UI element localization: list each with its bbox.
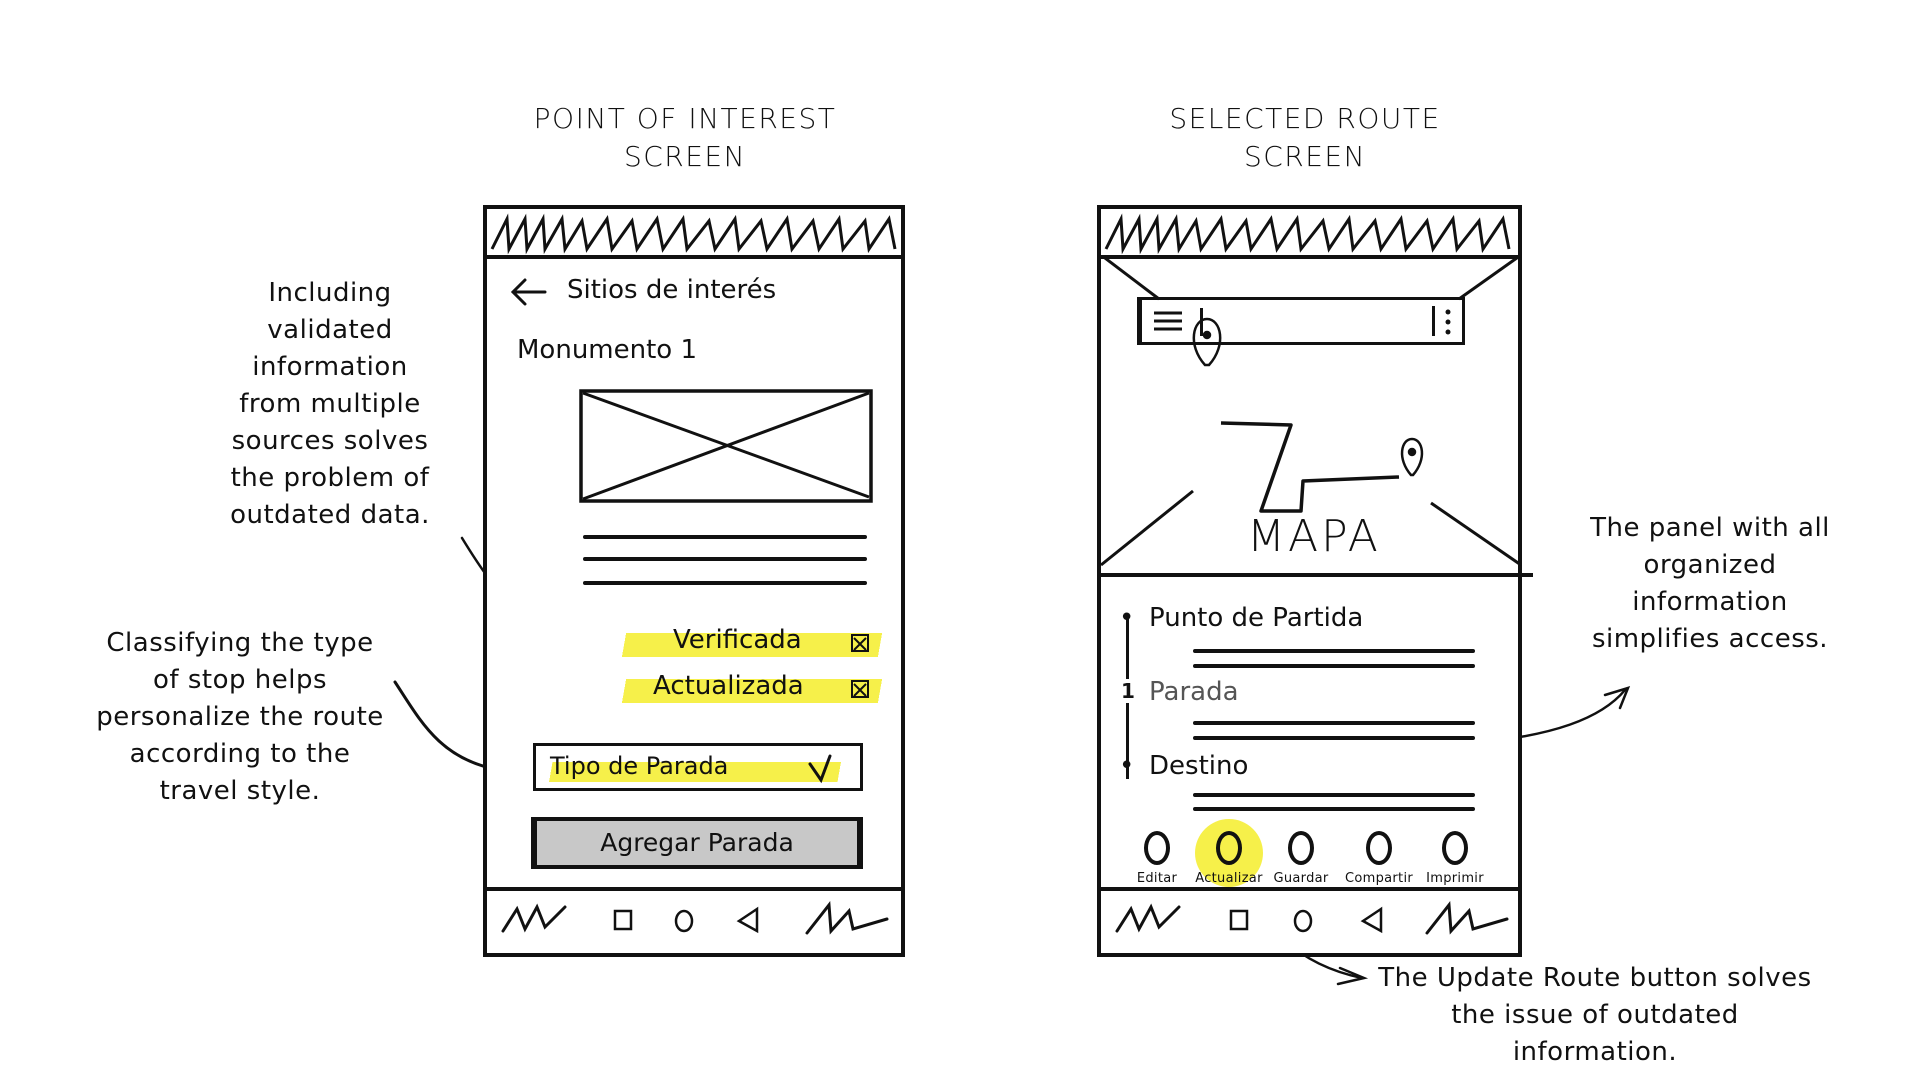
triangle-icon <box>736 906 759 934</box>
squiggle-icon <box>501 903 567 933</box>
square-icon <box>613 909 633 931</box>
poi-screen-phone: Sitios de interés Monumento 1 Verificada… <box>483 205 905 957</box>
print-button[interactable]: Imprimir <box>1415 831 1495 886</box>
text-line <box>1193 793 1475 797</box>
save-icon <box>1288 831 1314 865</box>
status-bar <box>487 209 901 259</box>
system-nav-bar <box>1101 887 1518 953</box>
item-title: Monumento 1 <box>517 335 698 365</box>
text-line <box>1193 736 1475 740</box>
circle-icon <box>674 909 694 933</box>
route-point-destination[interactable]: Destino <box>1149 751 1249 781</box>
checkbox-x-icon <box>853 637 867 651</box>
squiggle-icon <box>805 901 889 935</box>
text-line <box>1193 664 1475 668</box>
annotation-validated-info: Including validated information from mul… <box>230 278 430 530</box>
circle-icon <box>1293 909 1313 933</box>
poi-screen-heading: POINT OF INTEREST SCREEN <box>533 102 837 173</box>
route-screen-heading: SELECTED ROUTE SCREEN <box>1169 102 1441 173</box>
map-pin-icon <box>1192 317 1222 367</box>
status-bar <box>1101 209 1518 259</box>
badge-verificada-label: Verificada <box>673 625 802 655</box>
map-search-bar[interactable] <box>1137 297 1465 345</box>
route-point-marker: • <box>1119 603 1135 633</box>
text-line <box>1193 807 1475 811</box>
update-button[interactable]: Actualizar <box>1189 831 1269 886</box>
update-icon <box>1216 831 1242 865</box>
triangle-icon <box>1360 906 1383 934</box>
annotation-update-route: The Update Route button solves the issue… <box>1378 963 1812 1067</box>
map-label: MAPA <box>1247 511 1381 562</box>
map-pin-icon <box>1400 437 1424 477</box>
header-title: Sitios de interés <box>567 275 777 305</box>
squiggle-icon <box>1425 901 1509 935</box>
badge-actualizada-label: Actualizada <box>653 671 804 701</box>
save-button[interactable]: Guardar <box>1261 831 1341 886</box>
text-line <box>1193 721 1475 725</box>
text-line <box>583 557 867 561</box>
route-line <box>1220 421 1400 513</box>
actualizada-checkbox[interactable] <box>851 680 869 698</box>
map-area[interactable] <box>1101 255 1521 575</box>
verificada-checkbox[interactable] <box>851 634 869 652</box>
print-icon <box>1442 831 1468 865</box>
arrow-left-icon[interactable] <box>509 277 549 307</box>
edit-icon <box>1144 831 1170 865</box>
route-point-start[interactable]: Punto de Partida <box>1149 603 1364 633</box>
stop-type-label: Tipo de Parada <box>550 752 729 780</box>
route-point-stop[interactable]: Parada <box>1149 677 1239 707</box>
text-line <box>583 535 867 539</box>
add-stop-button[interactable]: Agregar Parada <box>531 817 863 869</box>
text-line <box>583 581 867 585</box>
status-bar-scribble-icon <box>1104 213 1511 255</box>
squiggle-icon <box>1115 903 1181 933</box>
divider <box>1432 306 1435 336</box>
edit-button[interactable]: Editar <box>1117 831 1197 886</box>
system-nav-bar <box>487 887 901 953</box>
annotation-stop-type: Classifying the type of stop helps perso… <box>96 628 384 806</box>
kebab-icon[interactable] <box>1442 306 1454 338</box>
checkbox-x-icon <box>853 683 867 697</box>
hamburger-icon[interactable] <box>1152 310 1186 334</box>
nav-bar-icons <box>1115 901 1509 935</box>
text-cursor <box>1200 308 1203 336</box>
chevron-down-icon <box>808 754 832 784</box>
status-bar-scribble-icon <box>490 213 897 255</box>
square-icon <box>1229 909 1249 931</box>
route-point-marker: • <box>1119 751 1135 781</box>
badge-actualizada <box>615 679 889 703</box>
route-point-marker: 1 <box>1121 679 1135 703</box>
share-button[interactable]: Compartir <box>1339 831 1419 886</box>
stop-type-select[interactable]: Tipo de Parada <box>533 743 863 791</box>
share-icon <box>1366 831 1392 865</box>
text-line <box>1193 649 1475 653</box>
nav-bar-icons <box>501 901 889 935</box>
image-placeholder-icon <box>579 389 873 503</box>
badge-verificada <box>615 633 889 657</box>
annotation-panel: The panel with all organized information… <box>1590 513 1830 654</box>
map-panel-divider <box>1101 573 1533 577</box>
route-screen-phone: MAPA • Punto de Partida 1 Parada • Desti… <box>1097 205 1533 957</box>
